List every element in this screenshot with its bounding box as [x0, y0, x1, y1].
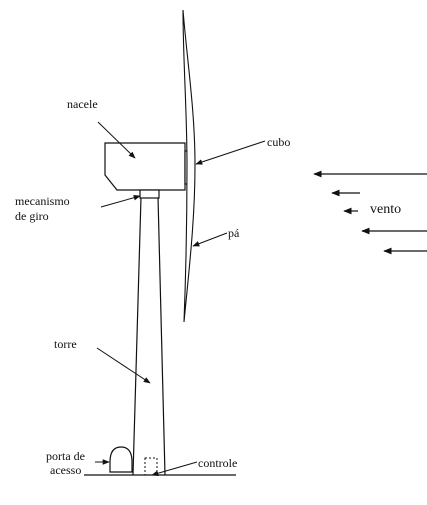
mecanismo-pointer — [100, 195, 141, 208]
label-nacele: nacele — [67, 97, 98, 111]
label-porta-line2: acesso — [50, 463, 82, 477]
label-mecanismo-line1: mecanismo — [15, 194, 70, 208]
control-cabinet — [144, 457, 158, 476]
access-door — [109, 446, 133, 473]
nacele-pointer — [97, 121, 136, 159]
tower — [132, 196, 166, 476]
pa-pointer — [192, 232, 228, 247]
yaw-mechanism — [139, 189, 160, 199]
label-torre: torre — [54, 337, 77, 351]
label-cubo: cubo — [267, 135, 291, 149]
blade — [182, 9, 196, 323]
label-pa: pá — [228, 226, 240, 240]
label-vento: vento — [370, 202, 402, 217]
label-porta-line1: porta de — [46, 449, 85, 463]
cubo-pointer — [195, 140, 266, 165]
label-mecanismo-line2: de giro — [15, 209, 49, 223]
nacelle — [104, 142, 186, 191]
label-controle: controle — [198, 456, 238, 470]
controle-pointer — [151, 461, 198, 476]
wind-arrows — [313, 170, 427, 255]
torre-pointer — [96, 347, 151, 384]
